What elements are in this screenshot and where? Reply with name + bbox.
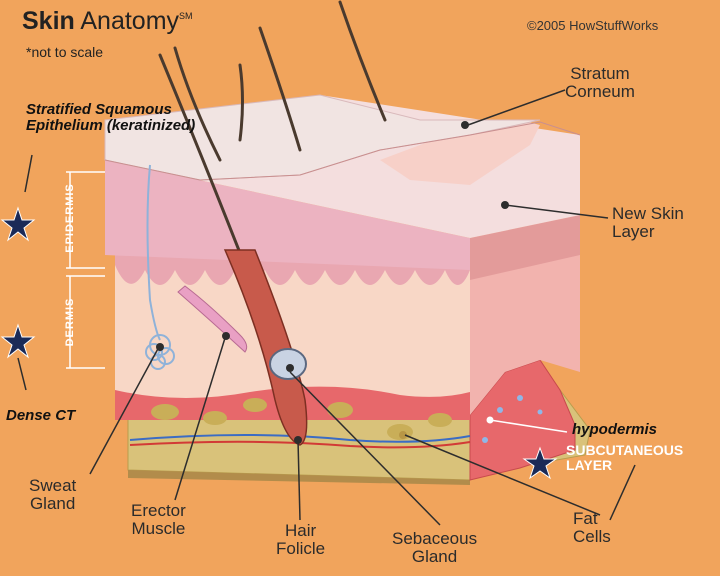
annotation-line: Stratified Squamous [26,101,172,118]
star-icon [522,446,558,480]
label-line: New Skin [612,204,684,223]
star-icon [0,206,36,242]
subcutaneous-label: SUBCUTANEOUS LAYER [566,442,684,474]
sweat-marker [156,343,164,351]
stratum-marker [461,121,469,129]
hypodermis-annotation: hypodermis [572,421,658,438]
sebaceous-marker [286,364,294,372]
follicle-marker [294,436,302,444]
hair-follicle [223,249,308,446]
dermis-side [470,215,580,415]
epidermis-label: EPIDERMIS [64,183,76,253]
scale-note: *not to scale [26,44,104,60]
annotation-line: Epithelium (keratinized) [26,116,196,134]
copyright: ©2005 HowStuffWorks [527,18,659,33]
sweat-gland [145,164,175,370]
label-line: Hair [284,521,317,540]
sebaceous-gland-label: Sebaceous Gland [392,530,477,566]
label-line: Sebaceous [392,529,478,548]
title-bold: Skin [22,7,75,35]
dermis-label: DERMIS [64,297,76,347]
label-line: LAYER [566,457,613,474]
title-mark: SM [179,11,193,21]
label-line: Gland [411,546,458,566]
hair-follicle-label: Hair Folicle [276,522,325,558]
title-rest: Anatomy [74,7,180,35]
label-line: Corneum [565,81,635,101]
label-line: Stratum [570,64,630,83]
new-skin-marker [501,201,509,209]
sebaceous-gland [269,348,307,380]
label-line: Layer [612,221,655,241]
label-line: Erector [131,501,186,520]
sweat-gland-label: Sweat Gland [29,477,76,513]
epidermis-front [104,94,581,270]
label-line: Gland [29,493,76,513]
fat-cells-label: Fat Cells [573,510,611,546]
subq-marker [486,416,494,424]
label-line: Cells [573,526,611,546]
label-pointers [17,89,636,526]
label-line: Muscle [131,518,186,538]
erector-marker [222,332,230,340]
page-title: Skin AnatomySM [22,8,193,34]
erector-muscle-label: Erector Muscle [131,502,186,538]
label-line: SUBCUTANEOUS [566,442,684,458]
stratified-annotation: Stratified Squamous Epithelium (keratini… [26,102,195,134]
label-line: Folicle [276,538,326,558]
label-line: Fat [573,509,598,528]
label-line: Sweat [29,476,77,495]
dense-ct-annotation: Dense CT [6,407,76,424]
star-icon [0,323,36,359]
layer-brackets [66,171,105,369]
new-skin-layer-label: New Skin Layer [612,205,684,241]
stratum-corneum-label: Stratum Corneum [565,65,635,101]
